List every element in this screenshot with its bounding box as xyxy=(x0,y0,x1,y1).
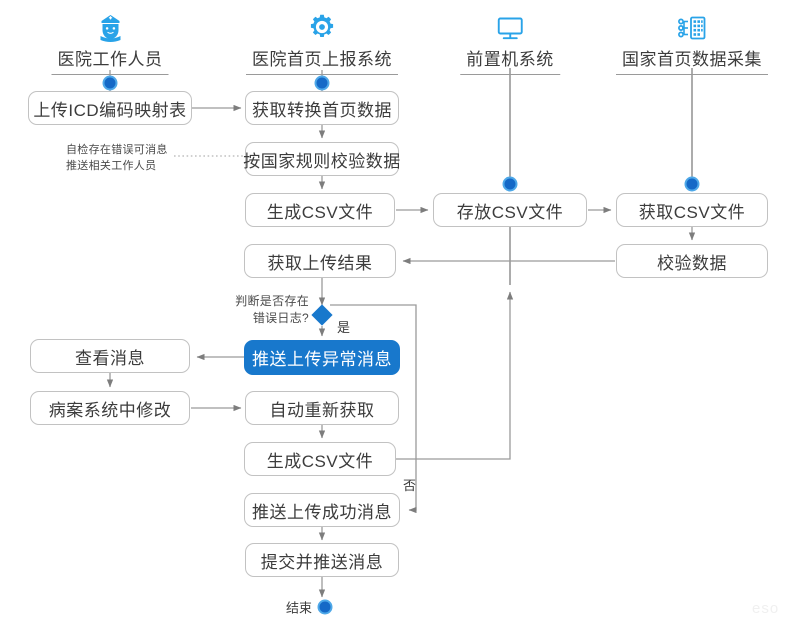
lane-header-national: 国家首页数据采集 xyxy=(616,6,768,75)
branch-label-no: 否 xyxy=(403,478,417,493)
node-generate-csv-bottom[interactable]: 生成CSV文件 xyxy=(244,442,396,476)
node-validate-national[interactable]: 按国家规则校验数据 xyxy=(243,142,400,176)
node-fetch-csv[interactable]: 获取CSV文件 xyxy=(616,193,768,227)
end-label: 结束 xyxy=(285,600,312,616)
node-modify-in-emr[interactable]: 病案系统中修改 xyxy=(30,391,190,425)
nurse-icon xyxy=(52,6,169,42)
node-fetch-upload-result[interactable]: 获取上传结果 xyxy=(244,244,396,278)
watermark: eso xyxy=(752,600,780,617)
node-store-csv[interactable]: 存放CSV文件 xyxy=(433,193,587,227)
server-icon xyxy=(616,6,768,42)
self-check-annotation: 自检存在错误可消息 推送相关工作人员 xyxy=(66,144,168,172)
node-validate-data[interactable]: 校验数据 xyxy=(616,244,768,278)
node-submit-push-msg[interactable]: 提交并推送消息 xyxy=(245,543,399,577)
wire-n13-n05 xyxy=(396,291,514,460)
start-dot-frontend xyxy=(502,176,518,192)
lane-title: 医院首页上报系统 xyxy=(246,42,398,75)
node-fetch-convert-data[interactable]: 获取转换首页数据 xyxy=(245,91,399,125)
node-push-error-msg[interactable]: 推送上传异常消息 xyxy=(244,340,400,375)
end-dot xyxy=(317,599,333,615)
gear-icon xyxy=(246,6,398,42)
lane-header-system: 医院首页上报系统 xyxy=(246,6,398,75)
node-generate-csv-top[interactable]: 生成CSV文件 xyxy=(245,193,395,227)
lane-title: 医院工作人员 xyxy=(51,42,169,75)
node-view-message[interactable]: 查看消息 xyxy=(30,339,190,373)
node-auto-refetch[interactable]: 自动重新获取 xyxy=(245,391,399,425)
start-dot-staff xyxy=(102,75,118,91)
lane-header-frontend: 前置机系统 xyxy=(460,6,560,75)
decision-diamond[interactable] xyxy=(311,304,333,326)
start-dot-system xyxy=(314,75,330,91)
lane-header-staff: 医院工作人员 xyxy=(51,6,169,75)
lane-title: 前置机系统 xyxy=(460,42,560,75)
decision-label: 判断是否存在 错误日志? xyxy=(235,294,309,326)
lane-title: 国家首页数据采集 xyxy=(616,42,768,75)
branch-label-yes: 是 xyxy=(337,320,351,335)
monitor-icon xyxy=(460,6,560,42)
start-dot-national xyxy=(684,176,700,192)
node-push-success-msg[interactable]: 推送上传成功消息 xyxy=(244,493,400,527)
node-upload-icd-mapping[interactable]: 上传ICD编码映射表 xyxy=(28,91,192,125)
